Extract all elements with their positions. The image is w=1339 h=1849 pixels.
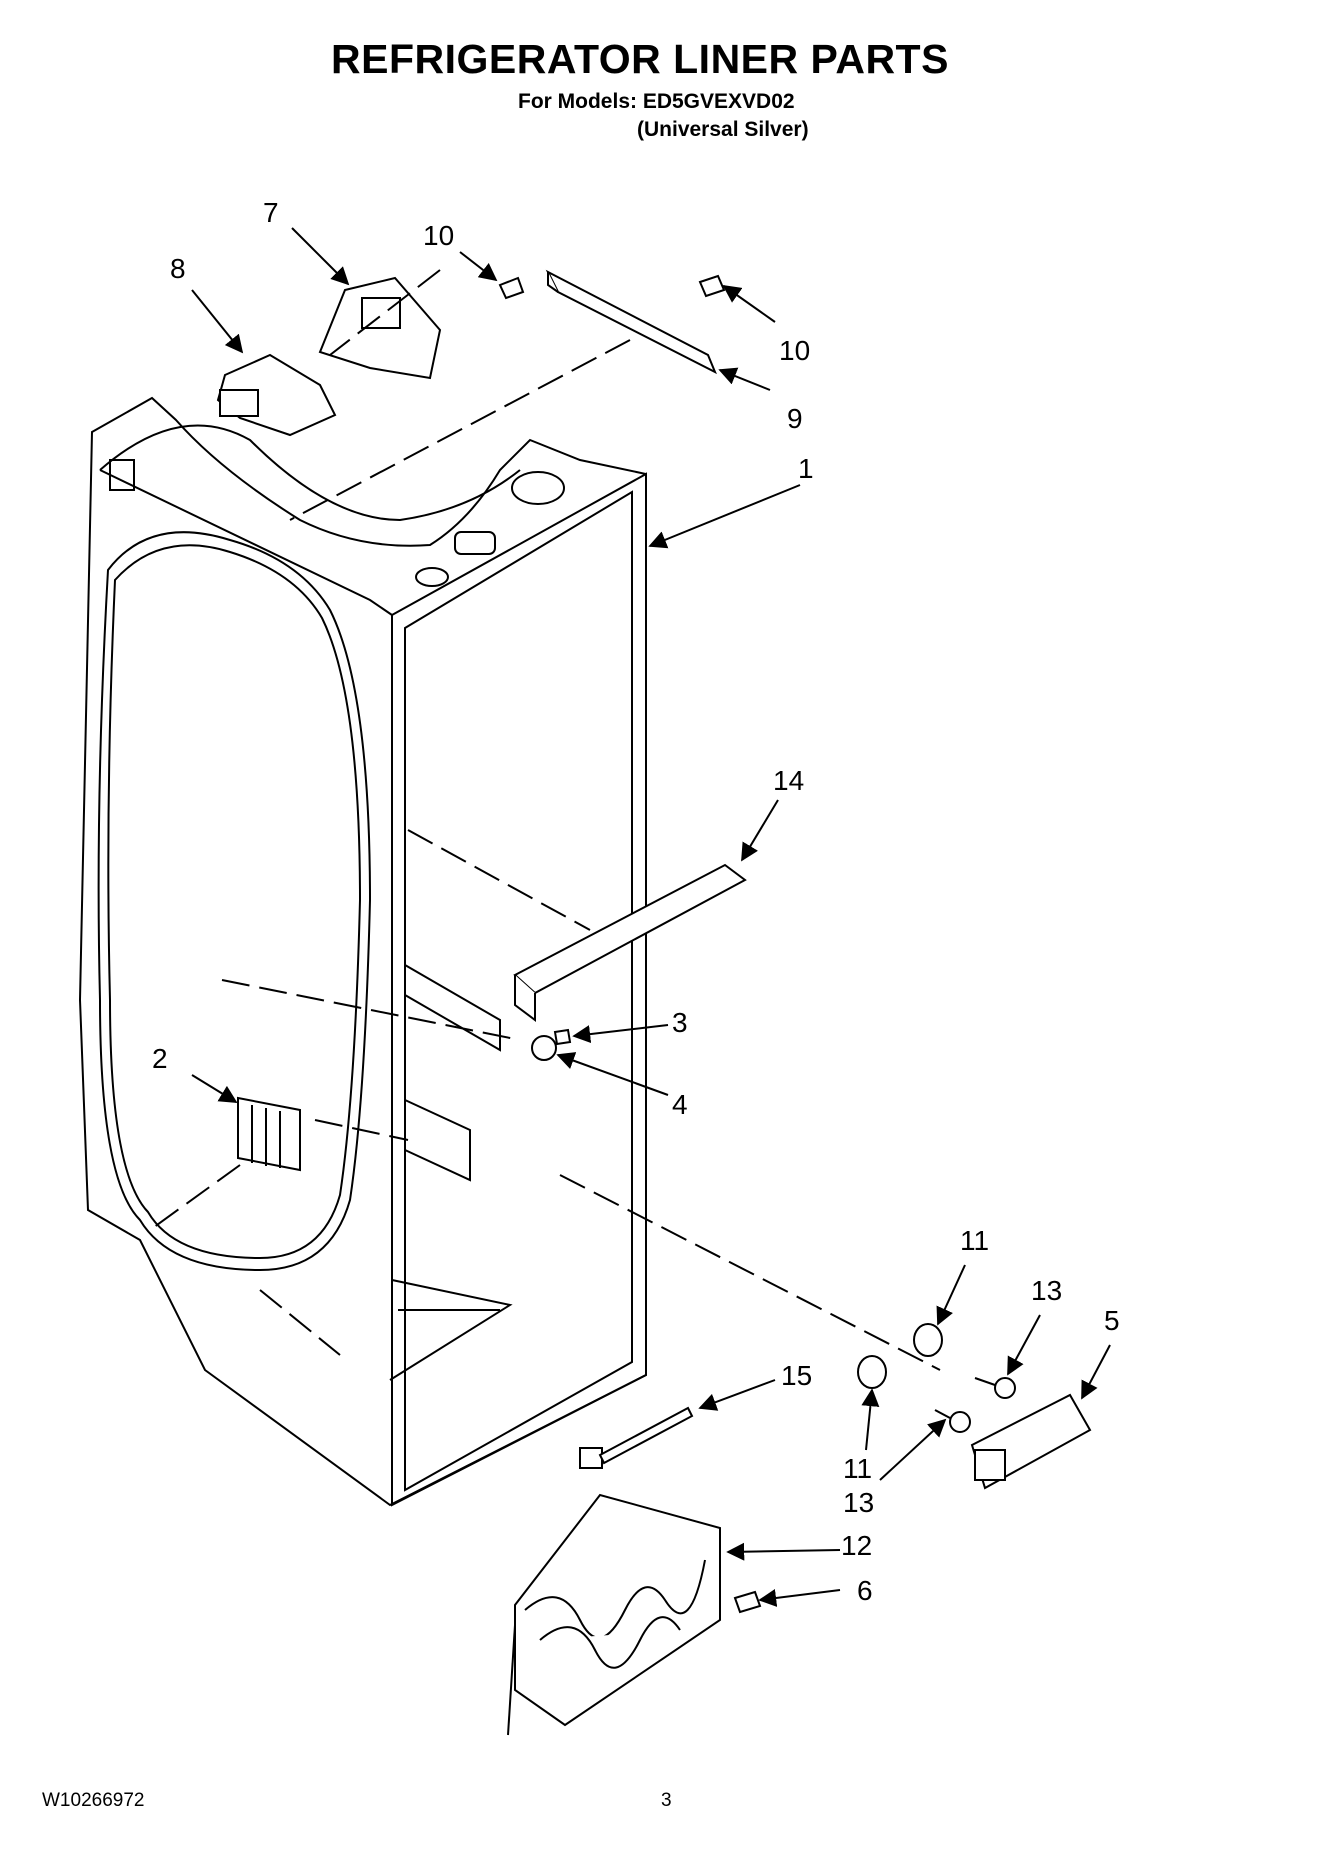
- callout-11a: 11: [960, 1225, 989, 1256]
- callout-14: 14: [773, 765, 804, 796]
- page-number: 3: [661, 1790, 672, 1811]
- callout-2: 2: [152, 1043, 168, 1074]
- part-8-light-housing: [216, 353, 337, 437]
- callout-12: 12: [841, 1530, 872, 1561]
- callout-8: 8: [170, 253, 186, 284]
- callout-5: 5: [1104, 1305, 1120, 1336]
- part-3-screw: [553, 1028, 572, 1046]
- part-10-screw-b: [698, 274, 726, 298]
- page-title: REFRIGERATOR LINER PARTS: [331, 36, 949, 82]
- part-13-screw-b: [934, 1409, 971, 1433]
- part-2-control: [237, 1096, 301, 1172]
- variant-line: (Universal Silver): [637, 118, 809, 141]
- document-number: W10266972: [42, 1790, 145, 1811]
- part-10-screw-a: [498, 276, 525, 300]
- callout-9: 9: [787, 403, 803, 434]
- callout-6: 6: [857, 1575, 873, 1606]
- callout-13a: 13: [1031, 1275, 1062, 1306]
- part-12-heater: [507, 1493, 721, 1736]
- part-11-grommet-b: [857, 1355, 887, 1389]
- part-6-screw: [733, 1590, 762, 1614]
- part-7-bracket: [318, 276, 442, 380]
- callout-4: 4: [672, 1089, 688, 1120]
- callout-10b: 10: [779, 335, 810, 366]
- callout-10a: 10: [423, 220, 454, 251]
- models-line: For Models: ED5GVEXVD02: [518, 90, 795, 113]
- part-15-tie: [579, 1406, 694, 1469]
- assembly-leaders: [149, 269, 941, 1371]
- part-14-shelf-support: [513, 863, 747, 1022]
- callout-7: 7: [263, 197, 279, 228]
- callout-11b: 11: [843, 1453, 872, 1484]
- callout-3: 3: [672, 1007, 688, 1038]
- liner-body: [78, 396, 647, 1507]
- callout-13b: 13: [843, 1487, 874, 1518]
- part-9-rail: [545, 269, 717, 375]
- part-4-knob: [531, 1035, 557, 1061]
- callout-1: 1: [798, 453, 814, 484]
- callout-15: 15: [781, 1360, 812, 1391]
- callout-arrows: [191, 227, 1111, 1607]
- callout-labels: 1 2 3 4 5 6 7 8 9 10 10 11 11 12 13 13 1…: [152, 197, 1120, 1606]
- part-13-screw-a: [974, 1377, 1016, 1399]
- part-11-grommet-a: [913, 1323, 943, 1357]
- part-5-drain: [970, 1393, 1092, 1490]
